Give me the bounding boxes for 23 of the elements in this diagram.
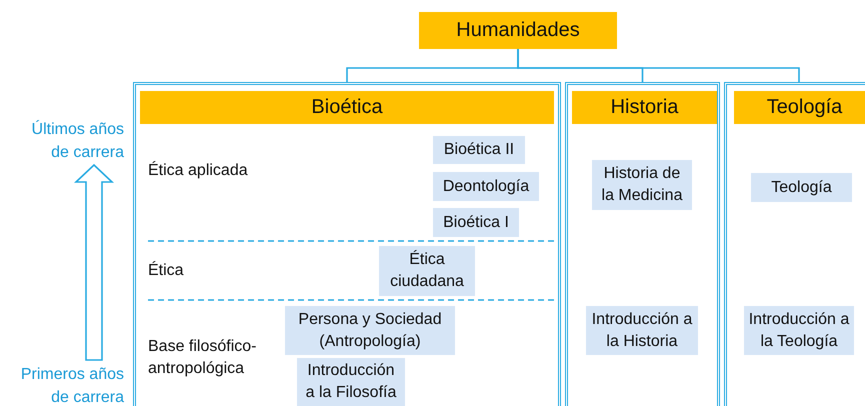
column-panel	[724, 82, 865, 406]
connector-line	[517, 49, 800, 83]
column-header: Historia	[572, 91, 717, 124]
root-box: Humanidades	[419, 12, 617, 49]
column-panel	[133, 82, 561, 406]
course-box: Deontología	[433, 172, 539, 201]
column-panel	[565, 82, 720, 406]
course-box: Bioética II	[433, 136, 525, 164]
row-label: Base filosófico-antropológica	[148, 337, 258, 379]
course-box: Introducción a la Filosofía	[297, 358, 405, 406]
course-box: Bioética I	[433, 208, 519, 237]
row-label: Ética	[148, 260, 185, 281]
row-label: Ética aplicada	[148, 160, 249, 181]
year-label: Últimos años de carrera	[30, 119, 124, 164]
course-box: Historia de la Medicina	[592, 160, 692, 210]
course-box: Ética ciudadana	[379, 246, 475, 296]
year-label: Primeros años de carrera	[20, 365, 124, 406]
column-header: Bioética	[140, 91, 554, 124]
course-box: Introducción a la Teología	[744, 306, 854, 355]
course-box: Teología	[751, 173, 852, 202]
column-header: Teología	[734, 91, 865, 124]
course-box: Introducción a la Historia	[586, 306, 698, 355]
course-box: Persona y Sociedad (Antropología)	[285, 306, 455, 355]
